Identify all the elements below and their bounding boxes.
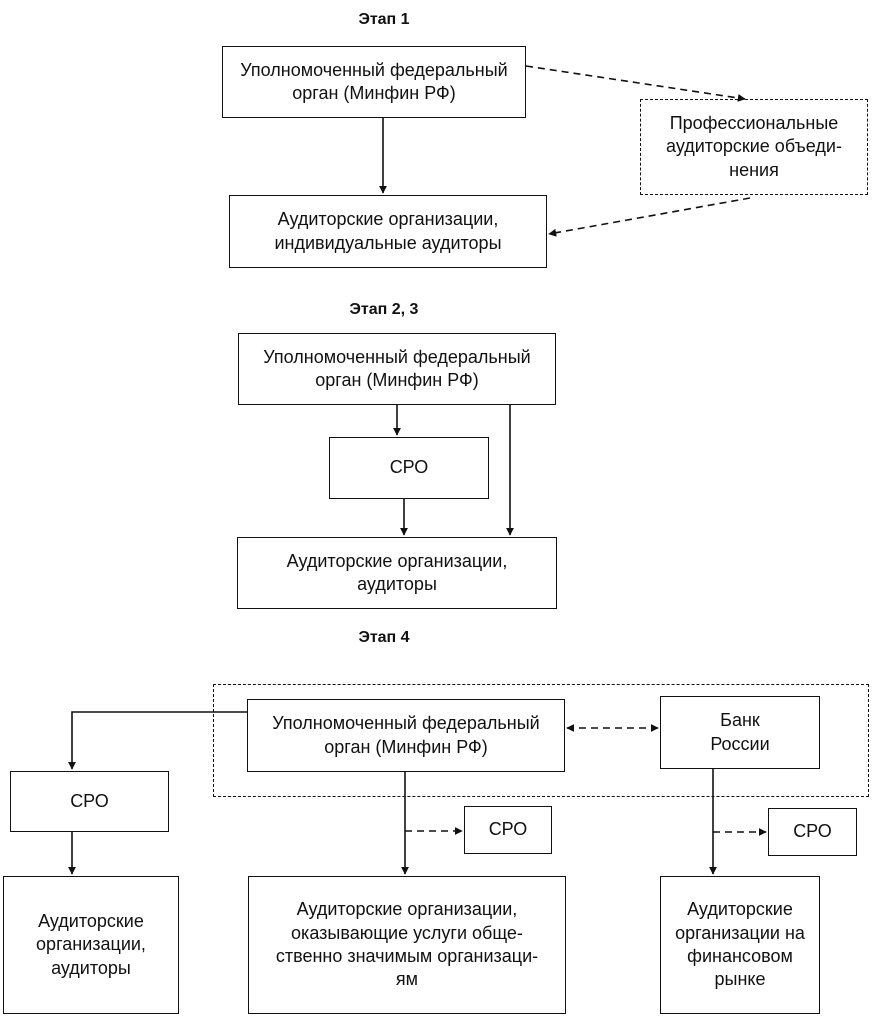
stage1-auditors-label: Аудиторские организации, индивидуальные …	[274, 209, 502, 253]
stage4-auditors-mid-label: Аудиторские организации, оказывающие усл…	[275, 899, 539, 990]
stage1-professional-associations-box: Профессиональные аудиторские объеди- нен…	[640, 99, 868, 195]
stage1-professional-associations-label: Профессиональные аудиторские объеди- нен…	[666, 112, 842, 180]
stage4-sro-left-box: СРО	[10, 771, 169, 832]
stage4-minfin-box: Уполномоченный федеральный орган (Минфин…	[247, 699, 565, 772]
stage23-sro-label: СРО	[389, 457, 429, 478]
s4-minfin-to-sro-left-arrow	[68, 711, 247, 770]
stage23-minfin-box: Уполномоченный федеральный орган (Минфин…	[238, 333, 556, 405]
s1-prof-to-auditors-dashed-arrow	[548, 197, 751, 237]
stage23-auditors-box: Аудиторские организации, аудиторы	[237, 537, 557, 609]
stage1-minfin-box: Уполномоченный федеральный орган (Минфин…	[222, 46, 526, 118]
stage23-minfin-label: Уполномоченный федеральный орган (Минфин…	[263, 346, 531, 390]
stage4-auditors-left-box: Аудиторские организации, аудиторы	[3, 876, 179, 1014]
stage23-auditors-label: Аудиторские организации, аудиторы	[286, 550, 508, 594]
stage4-bank-of-russia-box: Банк России	[660, 696, 820, 769]
stage4-sro-mid-box: СРО	[464, 806, 552, 854]
stage4-auditors-right-box: Аудиторские организации на финансовом ры…	[660, 876, 820, 1014]
stage4-sro-left-label: СРО	[70, 790, 109, 811]
stage1-auditors-box: Аудиторские организации, индивидуальные …	[229, 195, 547, 268]
stage-1-title: Этап 1	[358, 11, 410, 28]
stage1-minfin-label: Уполномоченный федеральный орган (Минфин…	[240, 59, 508, 103]
stage-2-3-title: Этап 2, 3	[349, 301, 419, 318]
stage4-minfin-label: Уполномоченный федеральный орган (Минфин…	[272, 713, 540, 757]
stage-4-title: Этап 4	[358, 629, 410, 646]
stage23-sro-box: СРО	[329, 437, 489, 499]
stage4-auditors-mid-box: Аудиторские организации, оказывающие усл…	[248, 876, 566, 1014]
stage4-sro-right-label: СРО	[793, 821, 832, 842]
stage4-auditors-left-label: Аудиторские организации, аудиторы	[36, 910, 146, 978]
stage4-bank-of-russia-label: Банк России	[710, 710, 770, 754]
regulators-group-region	[213, 684, 869, 797]
stage4-auditors-right-label: Аудиторские организации на финансовом ры…	[675, 899, 805, 990]
stage4-sro-right-box: СРО	[768, 808, 857, 856]
stage4-sro-mid-label: СРО	[488, 819, 528, 840]
s1-minfin-to-prof-dashed-arrow	[525, 65, 746, 102]
